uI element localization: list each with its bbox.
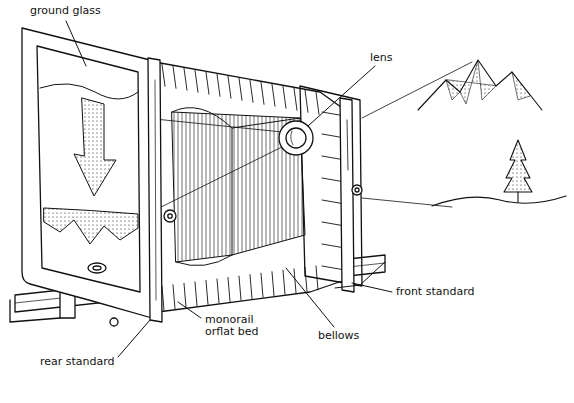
bellows — [283, 86, 286, 108]
rear-standard — [22, 28, 152, 318]
leader-line — [308, 66, 375, 126]
bellows — [195, 282, 197, 306]
part-label: rear standard — [40, 356, 115, 368]
bellows — [217, 279, 219, 303]
leader-line — [352, 283, 392, 292]
bellows — [155, 62, 345, 312]
ground-glass-image — [40, 84, 138, 99]
bellows — [176, 255, 232, 266]
rear-standard — [155, 80, 156, 300]
leader-line — [118, 320, 150, 357]
rear-standard — [148, 58, 162, 322]
bellows — [162, 266, 318, 310]
mountain-scene — [446, 60, 496, 104]
ground-glass-image — [40, 84, 138, 244]
bellows — [250, 275, 252, 299]
bellows — [294, 88, 297, 110]
leader-line — [66, 21, 392, 357]
mountain-scene — [418, 60, 566, 206]
front-standard — [352, 185, 362, 195]
ground-glass-image — [44, 208, 138, 244]
bellows — [228, 76, 231, 98]
bellows — [283, 270, 285, 294]
bellows — [173, 285, 175, 309]
bellows — [316, 92, 319, 114]
bellows — [239, 276, 241, 300]
bellows — [184, 283, 186, 307]
light-ray — [145, 118, 292, 215]
bellows — [206, 72, 209, 94]
rear-standard — [37, 46, 140, 292]
bellows — [261, 82, 264, 104]
front-standard — [340, 98, 354, 292]
part-label: lens — [370, 52, 393, 64]
rear-standard — [93, 266, 101, 270]
leader-line — [286, 268, 334, 327]
front-standard — [300, 86, 385, 292]
bellows — [162, 64, 165, 86]
rear-standard — [110, 318, 118, 326]
leader-line — [178, 302, 201, 318]
front-standard — [347, 120, 348, 170]
mountain-scene — [432, 196, 566, 206]
rear-standard — [88, 263, 106, 273]
rear-standard — [10, 300, 60, 322]
bellows — [173, 66, 176, 88]
bellows — [272, 84, 275, 106]
rear-standard — [10, 28, 176, 326]
part-label: ground glass — [30, 5, 101, 17]
mountain-scene — [504, 140, 532, 192]
bellows — [239, 78, 242, 100]
bellows — [294, 269, 296, 293]
rear-standard — [168, 214, 172, 218]
mountain-scene — [512, 72, 530, 100]
rear-standard — [164, 210, 176, 222]
mountain-scene — [418, 60, 542, 110]
bellows — [172, 108, 232, 128]
bellows — [195, 70, 198, 92]
ground-glass-image — [74, 98, 116, 196]
part-label: monorail orflat bed — [205, 314, 269, 338]
bellows — [184, 68, 187, 90]
light-ray — [145, 118, 292, 133]
leader-line — [66, 21, 86, 66]
bellows — [305, 90, 308, 112]
lens — [291, 131, 293, 145]
bellows — [261, 273, 263, 297]
bellows — [250, 80, 253, 102]
light-ray — [362, 198, 452, 207]
lens — [286, 128, 306, 148]
light-ray — [145, 142, 292, 215]
bellows — [228, 278, 230, 302]
front-standard — [335, 262, 385, 288]
part-label: front standard — [396, 286, 474, 298]
front-standard — [355, 188, 359, 192]
bellows — [206, 280, 208, 304]
bellows — [272, 272, 274, 296]
part-label: bellows — [318, 330, 359, 342]
bellows — [217, 74, 220, 96]
bellows — [162, 64, 319, 114]
bellows — [155, 62, 345, 312]
mountain-scene — [517, 192, 518, 202]
